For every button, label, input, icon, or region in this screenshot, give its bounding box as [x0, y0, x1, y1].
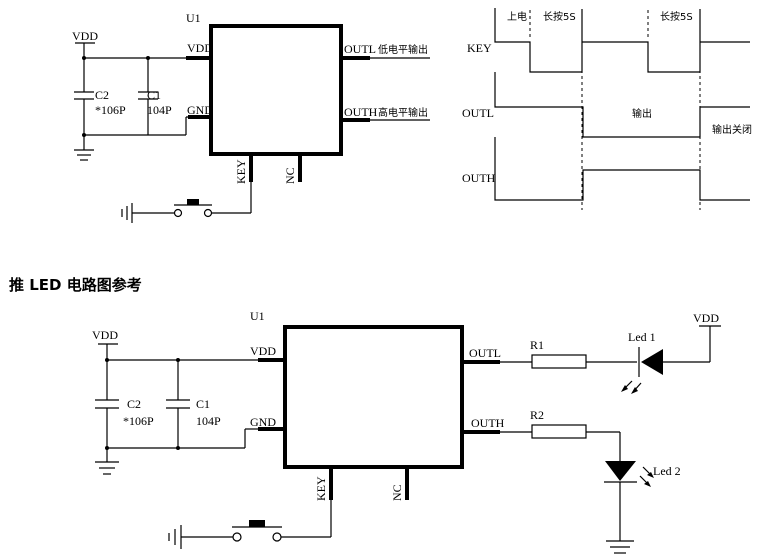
bottom-pin-nc-label: NC	[390, 484, 404, 501]
top-pin-vdd-label: VDD	[187, 41, 213, 55]
timing-key-waveform	[494, 8, 750, 73]
top-push-button-switch	[173, 199, 213, 218]
bottom-c2-label: C2	[127, 397, 141, 411]
timing-power-on: 上电	[507, 10, 527, 23]
timing-long-press-2: 长按5S	[660, 10, 693, 23]
bottom-pin-key-label: KEY	[314, 476, 328, 501]
bottom-pin-gnd-label: GND	[250, 415, 276, 429]
top-vdd-rail-label: VDD	[72, 29, 98, 43]
bottom-c1-label: C1	[196, 397, 210, 411]
bottom-pin-vdd-label: VDD	[250, 344, 276, 358]
top-pin-key-label: KEY	[234, 159, 248, 184]
top-switch-ground-symbol	[121, 203, 133, 223]
bottom-switch-ground-symbol	[168, 525, 182, 549]
bottom-right-vdd-label: VDD	[693, 311, 719, 325]
top-c1-label: C1	[147, 88, 161, 102]
top-pin-outl-label: OUTL	[344, 42, 376, 56]
bottom-c2-value: *106P	[123, 414, 154, 428]
r1-resistor	[531, 354, 587, 369]
led1-label: Led 1	[628, 330, 656, 344]
top-outl-note: 低电平输出	[378, 43, 428, 56]
top-ground-symbol	[74, 149, 94, 161]
bottom-chip-label: U1	[250, 309, 265, 323]
bottom-junction	[105, 446, 109, 450]
timing-outh-label: OUTH	[462, 171, 496, 185]
led2-ground-symbol	[606, 540, 634, 554]
r2-resistor	[531, 424, 587, 439]
timing-output: 输出	[632, 107, 652, 120]
timing-long-press-1: 长按5S	[543, 10, 576, 23]
top-outh-note: 高电平输出	[378, 106, 428, 119]
bottom-pin-outl-label: OUTL	[469, 346, 501, 360]
top-circuit: U1 VDD C2 *106P C1 104P	[72, 11, 430, 223]
timing-outh-waveform	[494, 137, 750, 201]
timing-key-label: KEY	[467, 41, 492, 55]
led1-diode	[621, 347, 663, 394]
bottom-circuit: U1 VDD C2 *106P C1 104P	[92, 309, 721, 554]
bottom-pin-outh-label: OUTH	[471, 416, 505, 430]
top-c1-value: 104P	[147, 103, 172, 117]
section-title: 推 LED 电路图参考	[9, 276, 142, 294]
top-chip-label: U1	[186, 11, 201, 25]
timing-output-off: 输出关闭	[712, 123, 752, 136]
top-pin-nc-label: NC	[283, 167, 297, 184]
bottom-junction	[176, 446, 180, 450]
led2-diode	[604, 461, 654, 487]
bottom-junction	[105, 358, 109, 362]
timing-diagram: KEY OUTL OUTH 上电 长按5S 长按5S 输出 输出关闭	[462, 8, 752, 210]
r2-label: R2	[530, 408, 544, 422]
bottom-push-button-switch	[232, 520, 282, 542]
top-c2-label: C2	[95, 88, 109, 102]
bottom-chip-body	[283, 325, 464, 469]
r1-label: R1	[530, 338, 544, 352]
timing-outl-label: OUTL	[462, 106, 494, 120]
top-pin-outh-label: OUTH	[344, 105, 378, 119]
top-chip-body	[209, 24, 343, 156]
bottom-ground-symbol	[95, 461, 119, 475]
bottom-c1-value: 104P	[196, 414, 221, 428]
bottom-vdd-rail-label: VDD	[92, 328, 118, 342]
top-pin-gnd-label: GND	[187, 103, 213, 117]
top-c2-value: *106P	[95, 103, 126, 117]
led2-label: Led 2	[653, 464, 681, 478]
top-junction	[82, 133, 86, 137]
top-junction	[82, 56, 86, 60]
